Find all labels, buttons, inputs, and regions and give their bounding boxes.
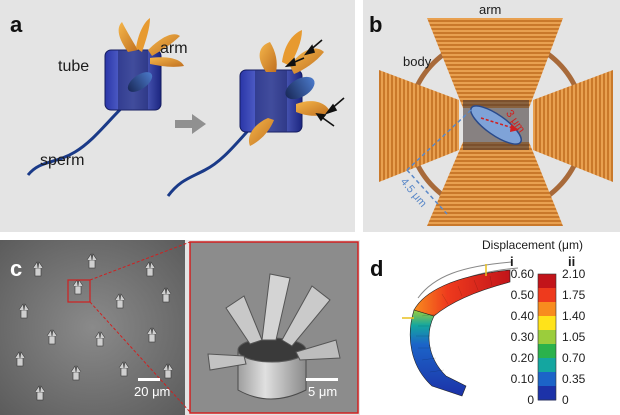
arm-left-3 bbox=[150, 57, 184, 67]
arm-left-2 bbox=[148, 34, 180, 56]
tick-ii-label: 1.40 bbox=[562, 309, 586, 323]
arm-left-4 bbox=[136, 18, 150, 52]
panel-d-label: d bbox=[370, 256, 384, 281]
sperm-label: sperm bbox=[40, 152, 85, 169]
tick-i-label: 0.10 bbox=[510, 372, 534, 386]
pointer-arrows bbox=[284, 39, 345, 127]
colorbar-segment bbox=[538, 386, 556, 401]
arm-left-1 bbox=[118, 22, 138, 52]
tick-ii-label: 1.75 bbox=[562, 288, 586, 302]
arm-bottom bbox=[427, 142, 563, 226]
colorbar-frame bbox=[537, 273, 557, 401]
scalebar-right-label: 5 μm bbox=[308, 384, 338, 399]
tick-i-label: 0.20 bbox=[510, 351, 534, 365]
col-ii-label: ii bbox=[568, 254, 576, 269]
panel-c-illustration bbox=[0, 240, 359, 415]
col-i-label: i bbox=[510, 254, 514, 269]
fem-stem bbox=[409, 309, 467, 397]
arm-label-b: arm bbox=[479, 2, 502, 17]
colorbar-title: Displacement (μm) bbox=[482, 238, 583, 252]
colorbar-segment bbox=[538, 302, 556, 317]
zoom-box bbox=[67, 279, 91, 303]
scalebar-left-label: 20 μm bbox=[134, 384, 171, 399]
colorbar-segment bbox=[538, 288, 556, 303]
body-label: body bbox=[403, 54, 432, 69]
arm-right-5 bbox=[282, 30, 302, 66]
arm-top bbox=[427, 18, 563, 108]
colorbar-segment bbox=[538, 344, 556, 359]
tick-i-label: 0 bbox=[527, 393, 534, 407]
tick-ii-label: 0 bbox=[562, 393, 569, 407]
colorbar-segment bbox=[538, 372, 556, 387]
sperm-tail-left bbox=[26, 98, 132, 176]
panel-b-illustration bbox=[379, 18, 613, 226]
panel-b: b arm body 3 μm 4.5 μm bbox=[363, 0, 620, 232]
panel-a-label: a bbox=[10, 12, 23, 37]
fem-flap bbox=[413, 269, 511, 317]
tick-ii-label: 1.05 bbox=[562, 330, 586, 344]
sem-overview bbox=[0, 240, 185, 415]
sperm-head-left bbox=[127, 72, 153, 92]
tick-i-label: 0.60 bbox=[510, 267, 534, 281]
arm-right bbox=[533, 70, 613, 182]
tick-i-label: 0.50 bbox=[510, 288, 534, 302]
panel-d-illustration bbox=[402, 261, 557, 401]
panel-b-label: b bbox=[369, 12, 383, 37]
sem-zoom-device bbox=[207, 273, 341, 400]
transition-arrow bbox=[175, 114, 206, 134]
tick-ii-label: 0.35 bbox=[562, 372, 586, 386]
tick-ii-label: 2.10 bbox=[562, 267, 586, 281]
colorbar bbox=[537, 273, 557, 401]
panel-a-illustration bbox=[26, 18, 345, 197]
sperm-head-b bbox=[470, 105, 522, 145]
tick-ii-label: 0.70 bbox=[562, 351, 586, 365]
arm-right-4 bbox=[248, 118, 274, 146]
scalebar-right-bar bbox=[306, 378, 338, 381]
sperm-head-right bbox=[285, 76, 315, 100]
colorbar-segment bbox=[538, 274, 556, 289]
panel-c-label: c bbox=[10, 256, 23, 281]
tick-i-label: 0.40 bbox=[510, 309, 534, 323]
sem-micro-devices bbox=[14, 253, 174, 401]
colorbar-segment bbox=[538, 316, 556, 331]
panel-c: c 20 μm 5 μm bbox=[0, 240, 360, 415]
sperm-tail-right bbox=[166, 116, 262, 197]
tube-label: tube bbox=[58, 58, 90, 75]
colorbar-segment bbox=[538, 330, 556, 345]
panel-a: a tube arm sperm bbox=[0, 0, 355, 232]
arm-right-3 bbox=[296, 101, 330, 116]
panel-d: d Displacement (μm) i ii 0.60 0.50 0.40 0.3… bbox=[362, 236, 620, 415]
arm-left bbox=[379, 70, 459, 182]
colorbar-segment bbox=[538, 358, 556, 373]
arm-right-2 bbox=[290, 48, 324, 74]
arm-label-a: arm bbox=[160, 40, 188, 57]
arm-right-1 bbox=[259, 42, 277, 72]
tick-i-label: 0.30 bbox=[510, 330, 534, 344]
scalebar-left-bar bbox=[138, 378, 160, 381]
